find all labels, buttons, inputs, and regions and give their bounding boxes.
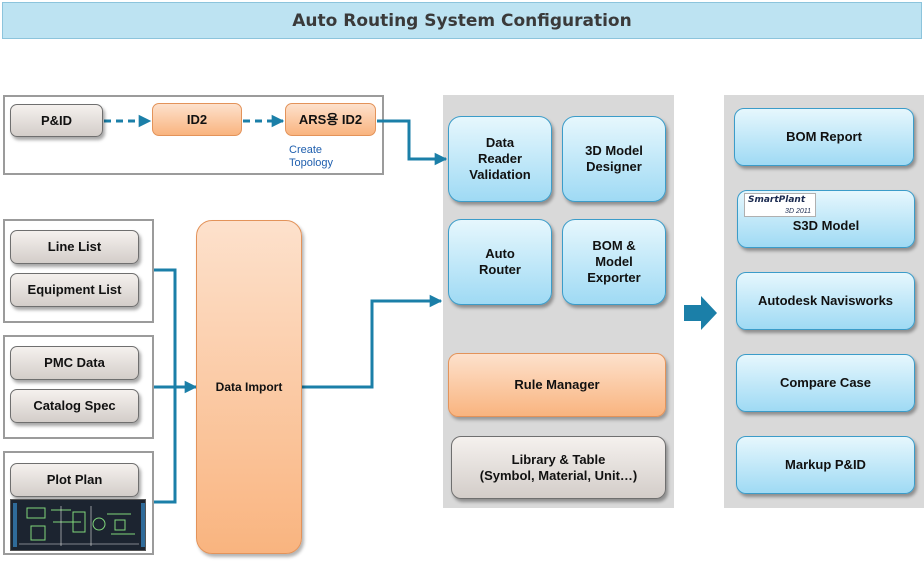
line-list-box: Line List — [10, 230, 139, 264]
core-to-output-block-arrow — [684, 296, 717, 330]
compare-case-box: Compare Case — [736, 354, 915, 412]
equipment-list-box: Equipment List — [10, 273, 139, 307]
data-reader-validation-box: Data Reader Validation — [448, 116, 552, 202]
bom-report-box: BOM Report — [734, 108, 914, 166]
plot-connector — [154, 387, 177, 504]
title-banner: Auto Routing System Configuration — [2, 2, 922, 39]
markup-pid-box: Markup P&ID — [736, 436, 915, 494]
bom-model-exporter-box: BOM & Model Exporter — [562, 219, 666, 305]
pmc-data-box: PMC Data — [10, 346, 139, 380]
lists-connector — [154, 268, 177, 387]
navisworks-box: Autodesk Navisworks — [736, 272, 915, 330]
plot-plan-box: Plot Plan — [10, 463, 139, 497]
create-topology-caption: Create Topology — [289, 144, 334, 169]
page-title: Auto Routing System Configuration — [292, 10, 632, 31]
smartplant-logo: SmartPlant 3D 2011 — [744, 193, 816, 217]
data-import-box: Data Import — [196, 220, 302, 554]
library-table-box: Library & Table (Symbol, Material, Unit…… — [451, 436, 666, 499]
auto-router-box: Auto Router — [448, 219, 552, 305]
catalog-spec-box: Catalog Spec — [10, 389, 139, 423]
rule-manager-box: Rule Manager — [448, 353, 666, 417]
plot-plan-thumbnail — [10, 499, 146, 551]
plot-plan-drawing — [13, 503, 145, 547]
model-designer-box: 3D Model Designer — [562, 116, 666, 202]
id2-box: ID2 — [152, 103, 242, 136]
ars-id2-box: ARS용 ID2 — [285, 103, 376, 136]
ars-to-reader-arrow — [377, 119, 448, 166]
pid-box: P&ID — [10, 104, 103, 137]
import-to-core-arrow — [302, 294, 443, 389]
